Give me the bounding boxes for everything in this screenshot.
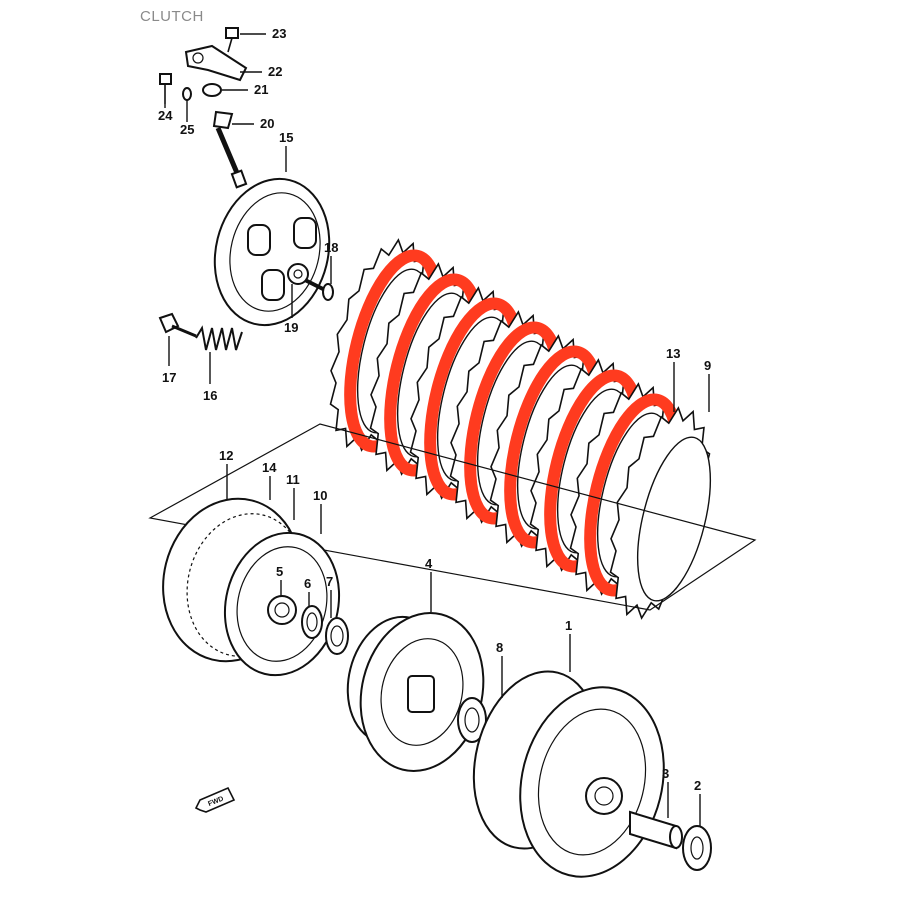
callout-number: 6: [304, 576, 311, 591]
callout-number: 22: [268, 64, 282, 79]
callout-15: 15: [279, 130, 293, 172]
callout-14: 14: [262, 460, 277, 500]
nut-21: [202, 83, 222, 97]
callout-4: 4: [425, 556, 433, 612]
callout-12: 12: [219, 448, 233, 500]
callout-13: 13: [666, 346, 680, 412]
callout-16: 16: [203, 352, 217, 403]
callout-2: 2: [694, 778, 701, 826]
callout-21: 21: [222, 82, 268, 97]
callout-number: 19: [284, 320, 298, 335]
callout-number: 16: [203, 388, 217, 403]
callout-10: 10: [313, 488, 327, 534]
callout-number: 5: [276, 564, 283, 579]
callout-23: 23: [240, 26, 286, 41]
callout-6: 6: [304, 576, 311, 606]
callout-5: 5: [276, 564, 283, 596]
callout-9: 9: [704, 358, 711, 412]
callout-17: 17: [162, 336, 176, 385]
callout-8: 8: [496, 640, 503, 698]
callout-18: 18: [324, 240, 338, 284]
callout-number: 12: [219, 448, 233, 463]
callout-number: 21: [254, 82, 268, 97]
callout-number: 24: [158, 108, 173, 123]
washer-6: [301, 605, 323, 639]
callout-number: 10: [313, 488, 327, 503]
thrust-washer-2: [682, 825, 712, 871]
callout-number: 25: [180, 122, 194, 137]
cover-outline: [148, 423, 757, 611]
bearing-19: [287, 263, 309, 285]
callout-number: 13: [666, 346, 680, 361]
clutch-sleeve-hub-11: [223, 531, 341, 677]
callout-number: 9: [704, 358, 711, 373]
diagram-title: CLUTCH: [140, 8, 204, 25]
bolt-23: [225, 27, 239, 39]
callout-20: 20: [232, 116, 274, 131]
callout-number: 2: [694, 778, 701, 793]
callout-3: 3: [662, 766, 669, 818]
callout-number: 3: [662, 766, 669, 781]
callout-22: 22: [240, 64, 282, 79]
adjuster-20: [212, 110, 234, 130]
spacer-3: [629, 810, 683, 850]
pressure-plate-15: [213, 177, 331, 327]
release-arm-assembly: [159, 27, 248, 189]
release-arm-22: [184, 44, 248, 82]
spring-16: [195, 325, 243, 351]
nut-5: [267, 595, 297, 625]
pushrod-18: [304, 278, 334, 301]
callout-number: 1: [565, 618, 572, 633]
callout-24: 24: [158, 104, 173, 123]
clutch-hub-4: [346, 612, 485, 772]
callout-number: 20: [260, 116, 274, 131]
callout-number: 8: [496, 640, 503, 655]
washer-7: [325, 617, 349, 655]
callout-number: 17: [162, 370, 176, 385]
callout-number: 4: [425, 556, 433, 571]
callout-25: 25: [180, 100, 194, 137]
callout-number: 23: [272, 26, 286, 41]
callout-11: 11: [286, 472, 300, 520]
callout-number: 15: [279, 130, 293, 145]
bolt-24: [159, 73, 172, 85]
callout-number: 7: [326, 574, 333, 589]
bolt-17: [158, 312, 197, 338]
clutch-plate-stack: [329, 238, 712, 620]
callout-number: 14: [262, 460, 277, 475]
callout-number: 11: [286, 472, 300, 487]
callout-number: 18: [324, 240, 338, 255]
callout-1: 1: [565, 618, 572, 672]
callout-7: 7: [326, 574, 333, 618]
primary-driven-gear-housing-1: [472, 670, 665, 878]
callout-19: 19: [284, 284, 298, 335]
washer-25: [182, 87, 192, 101]
fwd-arrow-icon: FWD: [194, 786, 236, 813]
